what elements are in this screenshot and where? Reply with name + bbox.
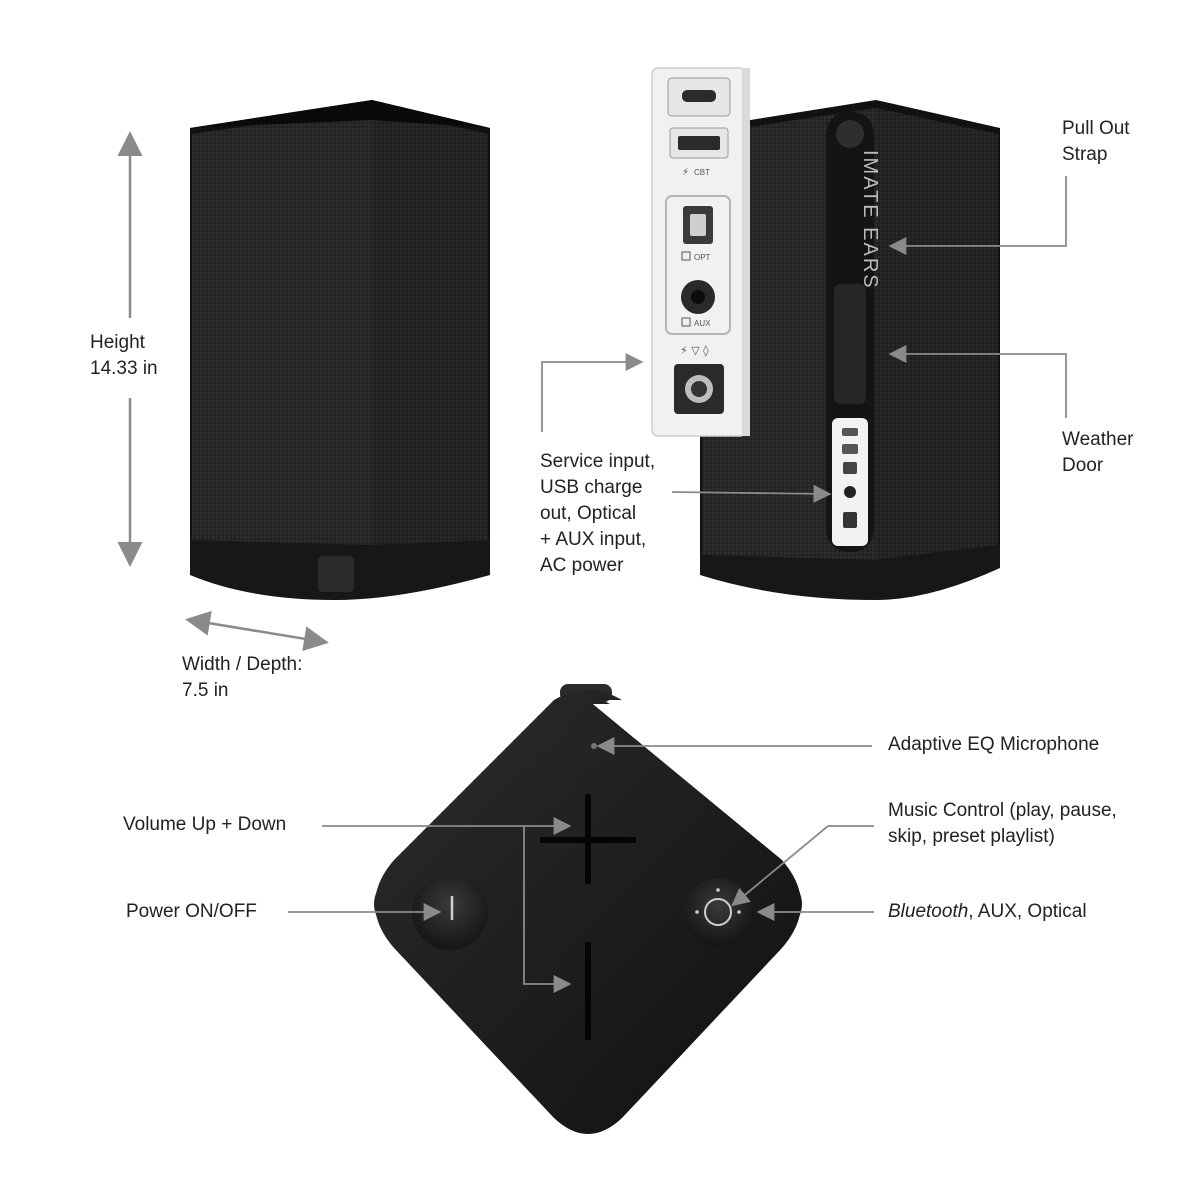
volume-callout-text: Volume Up + Down	[123, 814, 287, 835]
music-control-callout-line2: skip, preset playlist)	[888, 826, 1055, 847]
width-arrow-icon	[185, 610, 329, 652]
svg-text:⚡ ▽ ◊: ⚡ ▽ ◊	[680, 344, 709, 357]
ports-callout-line4: + AUX input,	[540, 529, 647, 550]
music-control-button[interactable]	[684, 878, 752, 946]
height-label-title: Height	[90, 332, 145, 353]
width-label: Width / Depth: 7.5 in	[182, 652, 302, 704]
strap-callout: Pull Out Strap	[1062, 116, 1130, 168]
ports-callout-line3: out, Optical	[540, 503, 637, 524]
height-label-value: 14.33 in	[90, 358, 158, 379]
height-label: Height 14.33 in	[90, 330, 158, 382]
source-callout: Bluetooth, AUX, Optical	[888, 899, 1087, 925]
mini-port-panel	[832, 418, 868, 546]
microphone-callout: Adaptive EQ Microphone	[888, 732, 1099, 758]
ports-callout: Service input, USB charge out, Optical +…	[540, 449, 655, 579]
volume-callout: Volume Up + Down	[123, 812, 286, 838]
power-callout-text: Power ON/OFF	[126, 901, 257, 922]
strap-callout-line1: Pull Out	[1062, 118, 1130, 139]
music-control-callout-line1: Music Control (play, pause,	[888, 800, 1117, 821]
ports-callout-line5: AC power	[540, 555, 624, 576]
weather-door-callout: Weather Door	[1062, 427, 1133, 479]
music-control-callout: Music Control (play, pause, skip, preset…	[888, 798, 1117, 850]
volume-up-icon[interactable]	[540, 794, 636, 884]
speaker-front-view	[190, 100, 490, 600]
power-button[interactable]	[412, 874, 488, 950]
width-label-title: Width / Depth:	[182, 654, 303, 675]
port-panel: CBT ⚡ OPT AUX ⚡ ▽ ◊	[651, 67, 750, 437]
ports-callout-line1: Service input,	[540, 451, 656, 472]
microphone-dot	[591, 743, 597, 749]
ports-callout-line2: USB charge	[540, 477, 643, 498]
power-callout: Power ON/OFF	[126, 899, 257, 925]
music-control-icon	[704, 898, 732, 926]
callout-lines-bottom	[288, 737, 874, 993]
weather-door-callout-line2: Door	[1062, 455, 1104, 476]
optical-port-label: OPT	[694, 253, 711, 262]
usb-port-icon	[678, 136, 720, 150]
service-port-icon	[682, 90, 716, 102]
source-callout-bluetooth: Bluetooth	[888, 901, 969, 922]
microphone-callout-text: Adaptive EQ Microphone	[888, 734, 1100, 755]
weather-door	[834, 284, 866, 404]
weather-door-callout-line1: Weather	[1062, 429, 1134, 450]
svg-text:⚡: ⚡	[682, 167, 689, 178]
aux-port-label: AUX	[694, 319, 711, 328]
callout-lines-top	[541, 176, 1067, 503]
width-label-value: 7.5 in	[182, 680, 229, 701]
usb-port-label: CBT	[694, 168, 710, 177]
speaker-front-base-logo	[318, 556, 354, 592]
source-callout-rest: , AUX, Optical	[968, 901, 1087, 922]
strap-brand-text: IMATE EARS	[859, 150, 881, 290]
strap-callout-line2: Strap	[1062, 144, 1108, 165]
control-pad	[374, 684, 802, 1134]
